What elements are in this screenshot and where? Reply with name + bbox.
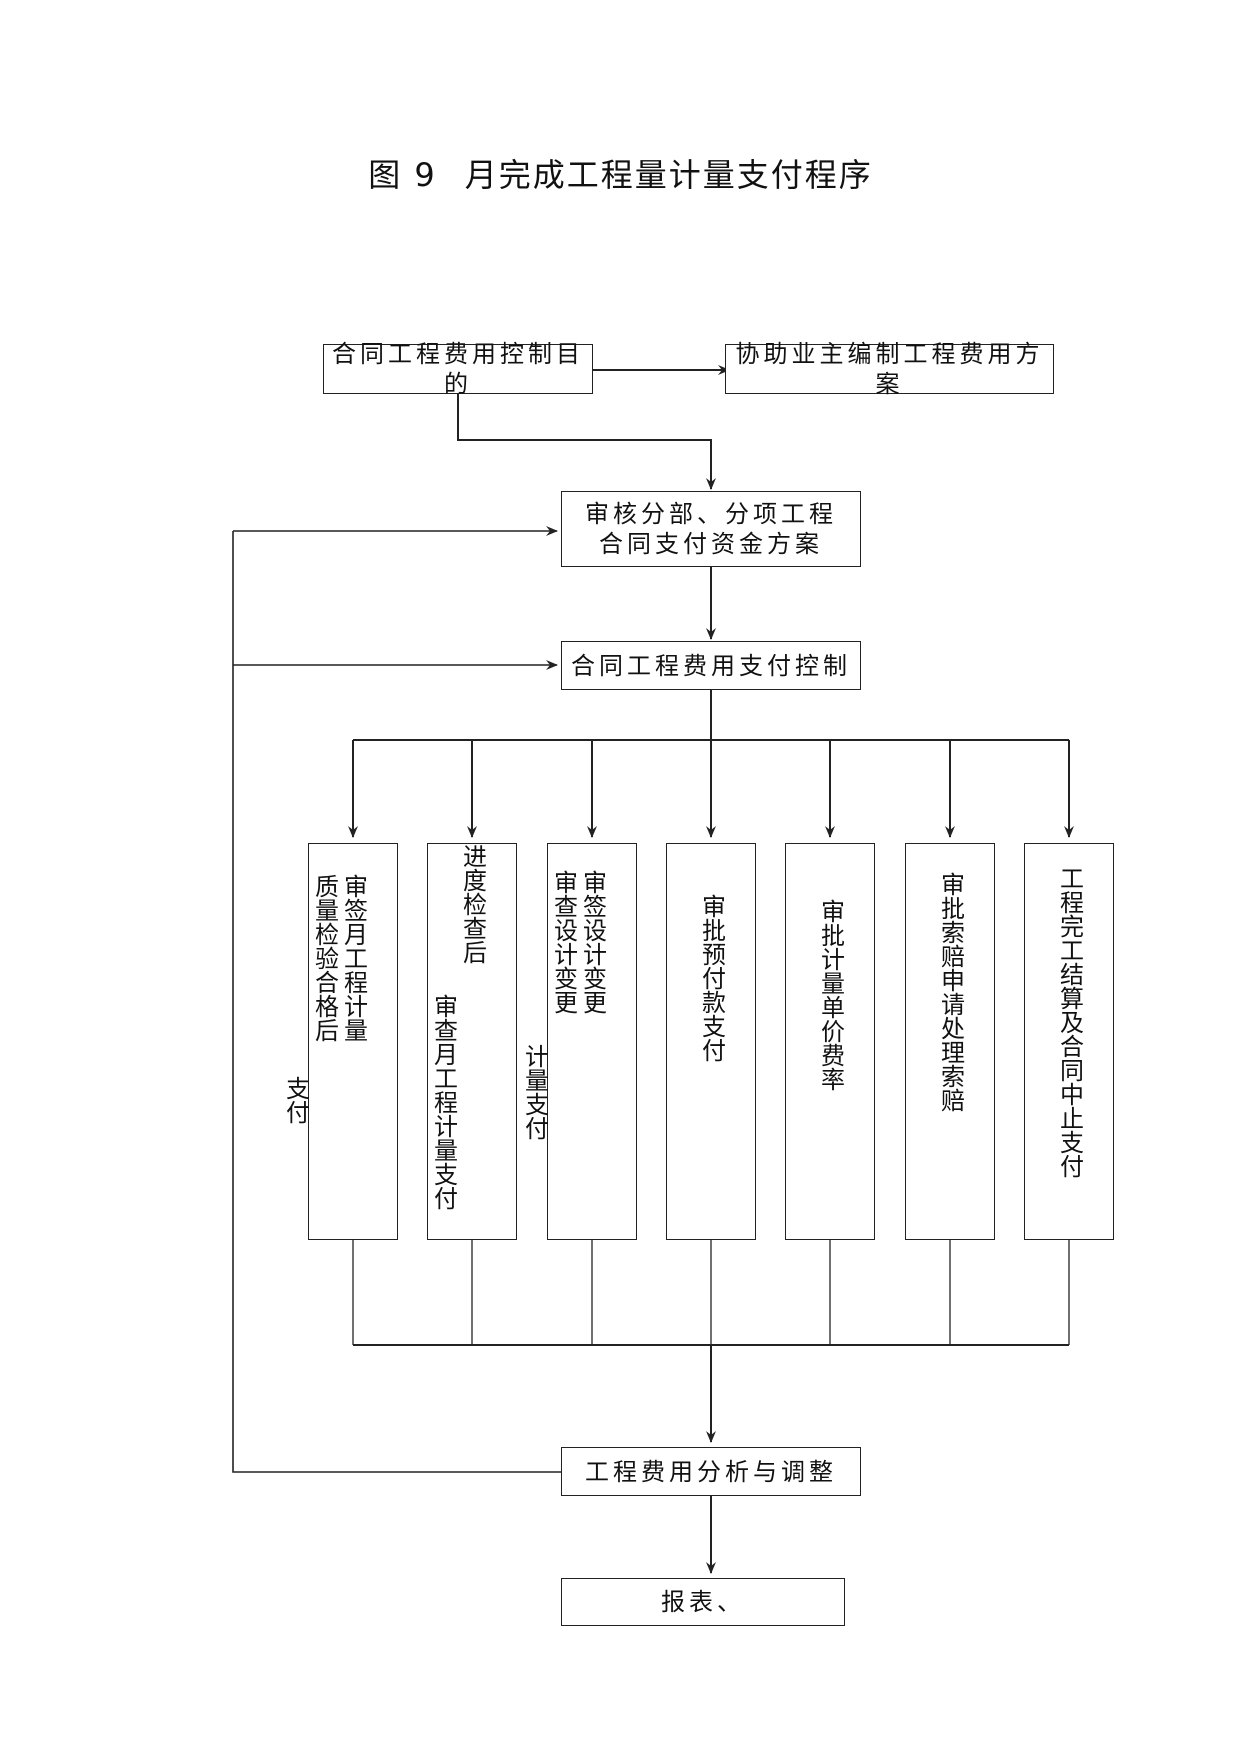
branch-2-col-2: 审查月工程计量支付 — [429, 994, 458, 1210]
branch-3-col-3: 计量支付 — [520, 1044, 549, 1140]
review-line-2: 合同支付资金方案 — [599, 530, 823, 558]
review-line-1: 审核分部、分项工程 — [585, 500, 837, 528]
branch-6-col-1: 审批索赔申请处理索赔 — [936, 872, 965, 1112]
branch-box-2: 进度检查后 审查月工程计量支付 — [427, 843, 517, 1240]
branch-1-col-3: 支付 — [281, 1076, 310, 1124]
box-cost-plan: 协助业主编制工程费用方案 — [725, 340, 1054, 398]
branch-4-col-1: 审批预付款支付 — [697, 894, 726, 1062]
branch-box-4: 审批预付款支付 — [666, 843, 756, 1240]
branch-2-col-1: 进度检查后 — [458, 844, 487, 964]
box-cost-control-goal: 合同工程费用控制目的 — [323, 340, 593, 398]
figure-title: 月完成工程量计量支付程序 — [464, 156, 873, 194]
box-review-payment-plan: 审核分部、分项工程 合同支付资金方案 — [561, 491, 861, 567]
branch-box-5: 审批计量单价费率 — [785, 843, 875, 1240]
branch-3-col-1: 审签设计变更 — [578, 870, 607, 1014]
branch-5-col-1: 审批计量单价费率 — [816, 899, 845, 1091]
box-report: 报表、 — [561, 1578, 845, 1626]
box-payment-control: 合同工程费用支付控制 — [561, 641, 861, 690]
box-cost-analysis: 工程费用分析与调整 — [561, 1447, 861, 1496]
feedback-line — [232, 531, 561, 1473]
branch-box-6: 审批索赔申请处理索赔 — [905, 843, 995, 1240]
branch-box-7: 工程完工结算及合同中止支付 — [1024, 843, 1114, 1240]
branch-box-1: 审签月工程计量 质量检验合格后 支付 — [282, 843, 398, 1240]
branch-1-col-1: 审签月工程计量 — [339, 874, 368, 1042]
arrow-goal-to-review — [457, 394, 716, 490]
branch-3-col-2: 审查设计变更 — [549, 870, 578, 1014]
branch-box-3: 审签设计变更 审查设计变更 计量支付 — [521, 843, 637, 1240]
figure-number: 图 9 — [368, 156, 437, 194]
page-title: 图 9 月完成工程量计量支付程序 — [0, 150, 1241, 196]
branch-7-col-1: 工程完工结算及合同中止支付 — [1055, 866, 1084, 1178]
branch-1-col-2: 质量检验合格后 — [310, 874, 339, 1042]
